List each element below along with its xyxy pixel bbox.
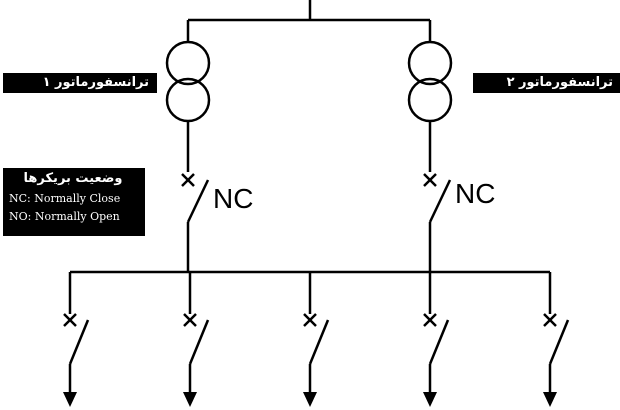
feeder-arrow-icon	[543, 392, 557, 407]
transformer-1-label: ترانسفورماتور ۱	[3, 73, 157, 93]
breaker-2-state-label: NC	[455, 178, 495, 209]
legend-line-no: NO: Normally Open	[9, 210, 120, 223]
feeder-breaker	[183, 313, 210, 365]
feeder-breaker	[303, 313, 330, 365]
feeder-5	[543, 272, 570, 407]
legend-line-nc: NC: Normally Close	[9, 192, 121, 205]
transformer-2-symbol	[407, 40, 453, 123]
feeder-2	[183, 272, 210, 407]
main-breaker-1	[181, 173, 210, 223]
feeder-4	[423, 272, 450, 407]
feeder-arrow-icon	[303, 392, 317, 407]
main-breaker-2	[423, 173, 452, 223]
breaker-status-legend: وضعیت بریکرها NC: Normally Close NO: Nor…	[3, 168, 145, 236]
feeder-arrow-icon	[183, 392, 197, 407]
feeder-breaker	[63, 313, 90, 365]
feeder-3	[303, 272, 330, 407]
transformer-2-label: ترانسفورماتور ۲	[473, 73, 620, 93]
feeder-breaker	[543, 313, 570, 365]
feeder-arrow-icon	[423, 392, 437, 407]
feeder-arrow-icon	[63, 392, 77, 407]
feeder-breaker	[423, 313, 450, 365]
breaker-1-state-label: NC	[213, 183, 253, 214]
feeder-1	[63, 272, 90, 407]
legend-title: وضعیت بریکرها	[23, 171, 123, 186]
transformer-1-symbol	[165, 40, 211, 123]
